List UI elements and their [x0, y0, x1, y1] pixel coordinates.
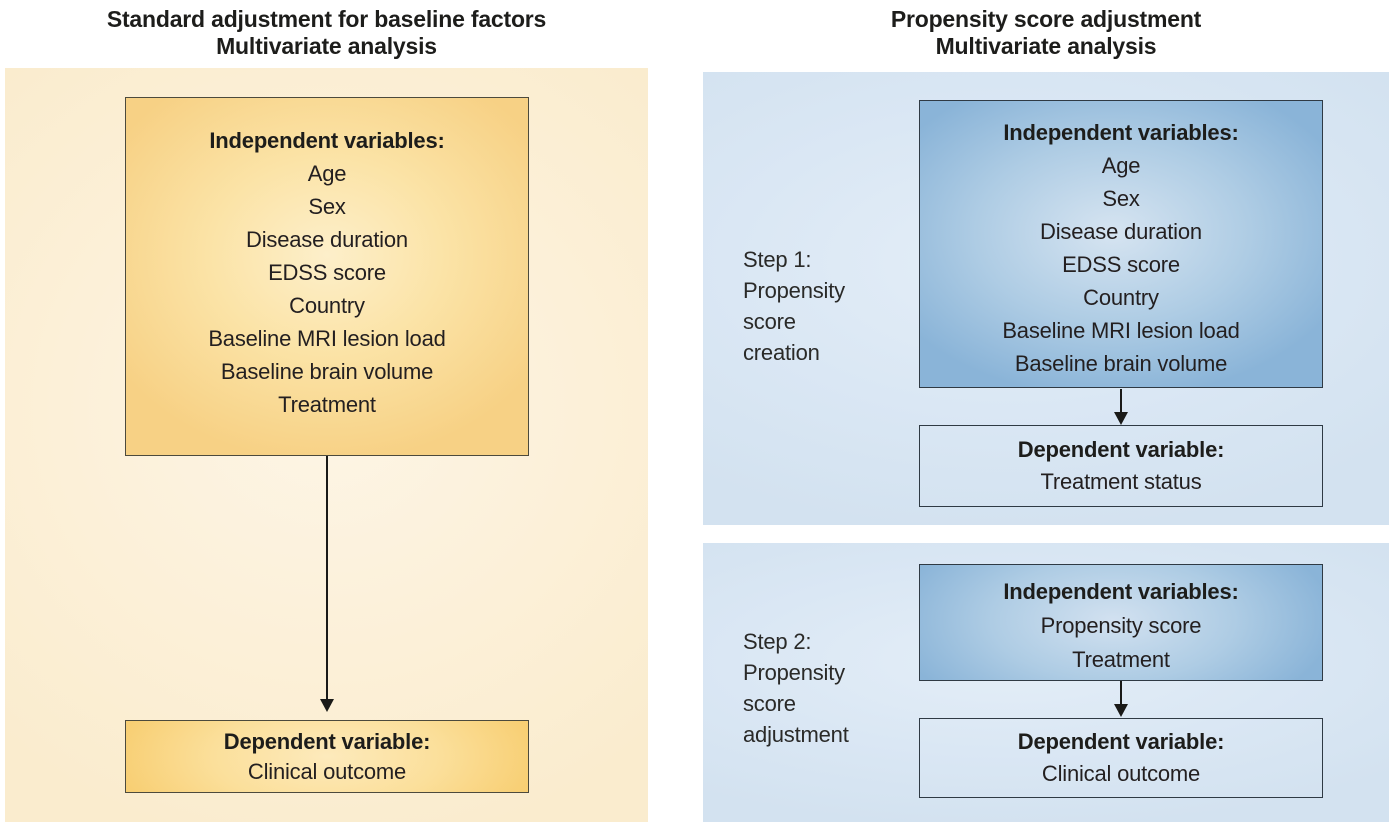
dependent-variable-heading: Dependent variable: [223, 728, 431, 754]
right-title: Propensity score adjustment Multivariate… [703, 6, 1389, 60]
dependent-variable-value: Clinical outcome [247, 758, 407, 784]
step2-label: Step 2: Propensity score adjustment [743, 626, 918, 750]
variable-item: Treatment [278, 392, 376, 417]
variable-item: Baseline MRI lesion load [1002, 318, 1240, 343]
variable-item: Country [1083, 285, 1159, 310]
independent-variables-heading: Independent variables: [209, 128, 445, 153]
step1-dependent-variable-box: Dependent variable: Treatment status [919, 425, 1323, 507]
variable-item: Sex [1102, 186, 1140, 211]
variable-item: Baseline brain volume [220, 359, 434, 384]
variable-item: Sex [308, 194, 346, 219]
variable-item: Disease duration [246, 227, 408, 252]
right-title-line2: Multivariate analysis [935, 33, 1157, 59]
left-title: Standard adjustment for baseline factors… [5, 6, 648, 60]
dependent-variable-heading: Dependent variable: [1017, 437, 1225, 462]
independent-variables-heading: Independent variables: [1003, 120, 1239, 145]
dependent-variable-value: Clinical outcome [1041, 761, 1201, 786]
step1-label-line: score [743, 309, 796, 334]
down-arrow-line [326, 456, 328, 700]
independent-variables-heading: Independent variables: [1003, 579, 1239, 604]
variable-item: Disease duration [1040, 219, 1202, 244]
step2-label-line: Propensity [743, 660, 845, 685]
right-title-line1: Propensity score adjustment [890, 6, 1202, 32]
step2-label-line: adjustment [743, 722, 849, 747]
down-arrow-head [320, 699, 334, 712]
left-title-line1: Standard adjustment for baseline factors [106, 6, 547, 32]
down-arrow-line [1120, 389, 1122, 414]
down-arrow-head [1114, 704, 1128, 717]
variable-item: EDSS score [1062, 252, 1180, 277]
left-dependent-variable-box: Dependent variable: Clinical outcome [125, 720, 529, 793]
step1-label-line: creation [743, 340, 820, 365]
down-arrow-head [1114, 412, 1128, 425]
step2-label-line: score [743, 691, 796, 716]
variable-item: Propensity score [1040, 613, 1202, 638]
step1-label: Step 1: Propensity score creation [743, 244, 913, 368]
left-independent-variables-box: Independent variables: Age Sex Disease d… [125, 97, 529, 456]
step2-label-line: Step 2: [743, 629, 812, 654]
step2-independent-variables-box: Independent variables: Propensity score … [919, 564, 1323, 681]
variable-item: Treatment [1072, 647, 1170, 672]
dependent-variable-value: Treatment status [1040, 469, 1202, 494]
dependent-variable-heading: Dependent variable: [1017, 729, 1225, 754]
down-arrow-line [1120, 681, 1122, 705]
variable-item: Baseline MRI lesion load [208, 326, 446, 351]
variable-item: EDSS score [268, 260, 386, 285]
step1-independent-variables-box: Independent variables: Age Sex Disease d… [919, 100, 1323, 388]
step2-dependent-variable-box: Dependent variable: Clinical outcome [919, 718, 1323, 798]
step1-label-line: Propensity [743, 278, 845, 303]
variable-item: Baseline brain volume [1014, 351, 1228, 376]
variable-item: Age [307, 161, 347, 186]
step1-label-line: Step 1: [743, 247, 812, 272]
variable-item: Country [289, 293, 365, 318]
variable-item: Age [1101, 153, 1141, 178]
left-title-line2: Multivariate analysis [216, 33, 437, 59]
